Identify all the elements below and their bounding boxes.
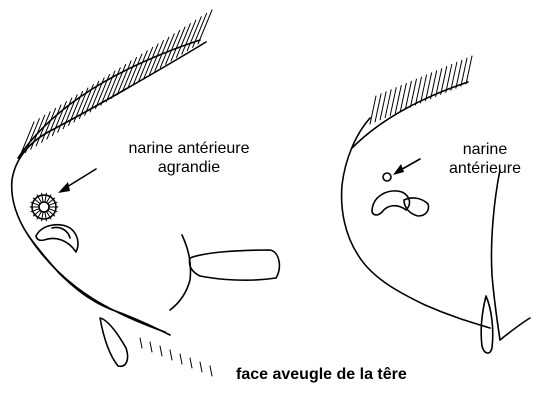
left-label-line-1: narine antérieure [95, 139, 283, 158]
right-gill [491, 170, 500, 340]
right-fish-head [342, 56, 530, 353]
figure-caption: face aveugle de la têre [236, 366, 407, 384]
left-nostril-label: narine antérieure agrandie [95, 139, 283, 177]
left-label-arrow [58, 169, 96, 193]
right-label-line-2: antérieure [430, 159, 540, 178]
left-eye-inner [52, 227, 70, 238]
left-pectoral-base [170, 235, 191, 310]
left-fish-head [12, 10, 280, 376]
right-fin-base [352, 82, 468, 148]
left-eye [36, 225, 78, 252]
right-dorsal-fin-rays [370, 56, 472, 124]
right-nostril [383, 173, 391, 181]
left-dorsal-fin-rays [20, 10, 212, 156]
right-pelvic-tip [500, 318, 530, 340]
right-label-line-1: narine [430, 140, 540, 159]
left-pelvic-fin [100, 318, 128, 366]
left-ventral-line [28, 235, 165, 332]
left-enlarged-nostril [30, 193, 58, 221]
right-label-arrow [393, 159, 420, 175]
left-pectoral-fin [189, 250, 279, 280]
right-nostril-label: narine antérieure [430, 140, 540, 178]
left-label-line-2: agrandie [95, 158, 283, 177]
right-pelvic-fin [481, 296, 493, 353]
left-ventral-rays [140, 338, 212, 376]
